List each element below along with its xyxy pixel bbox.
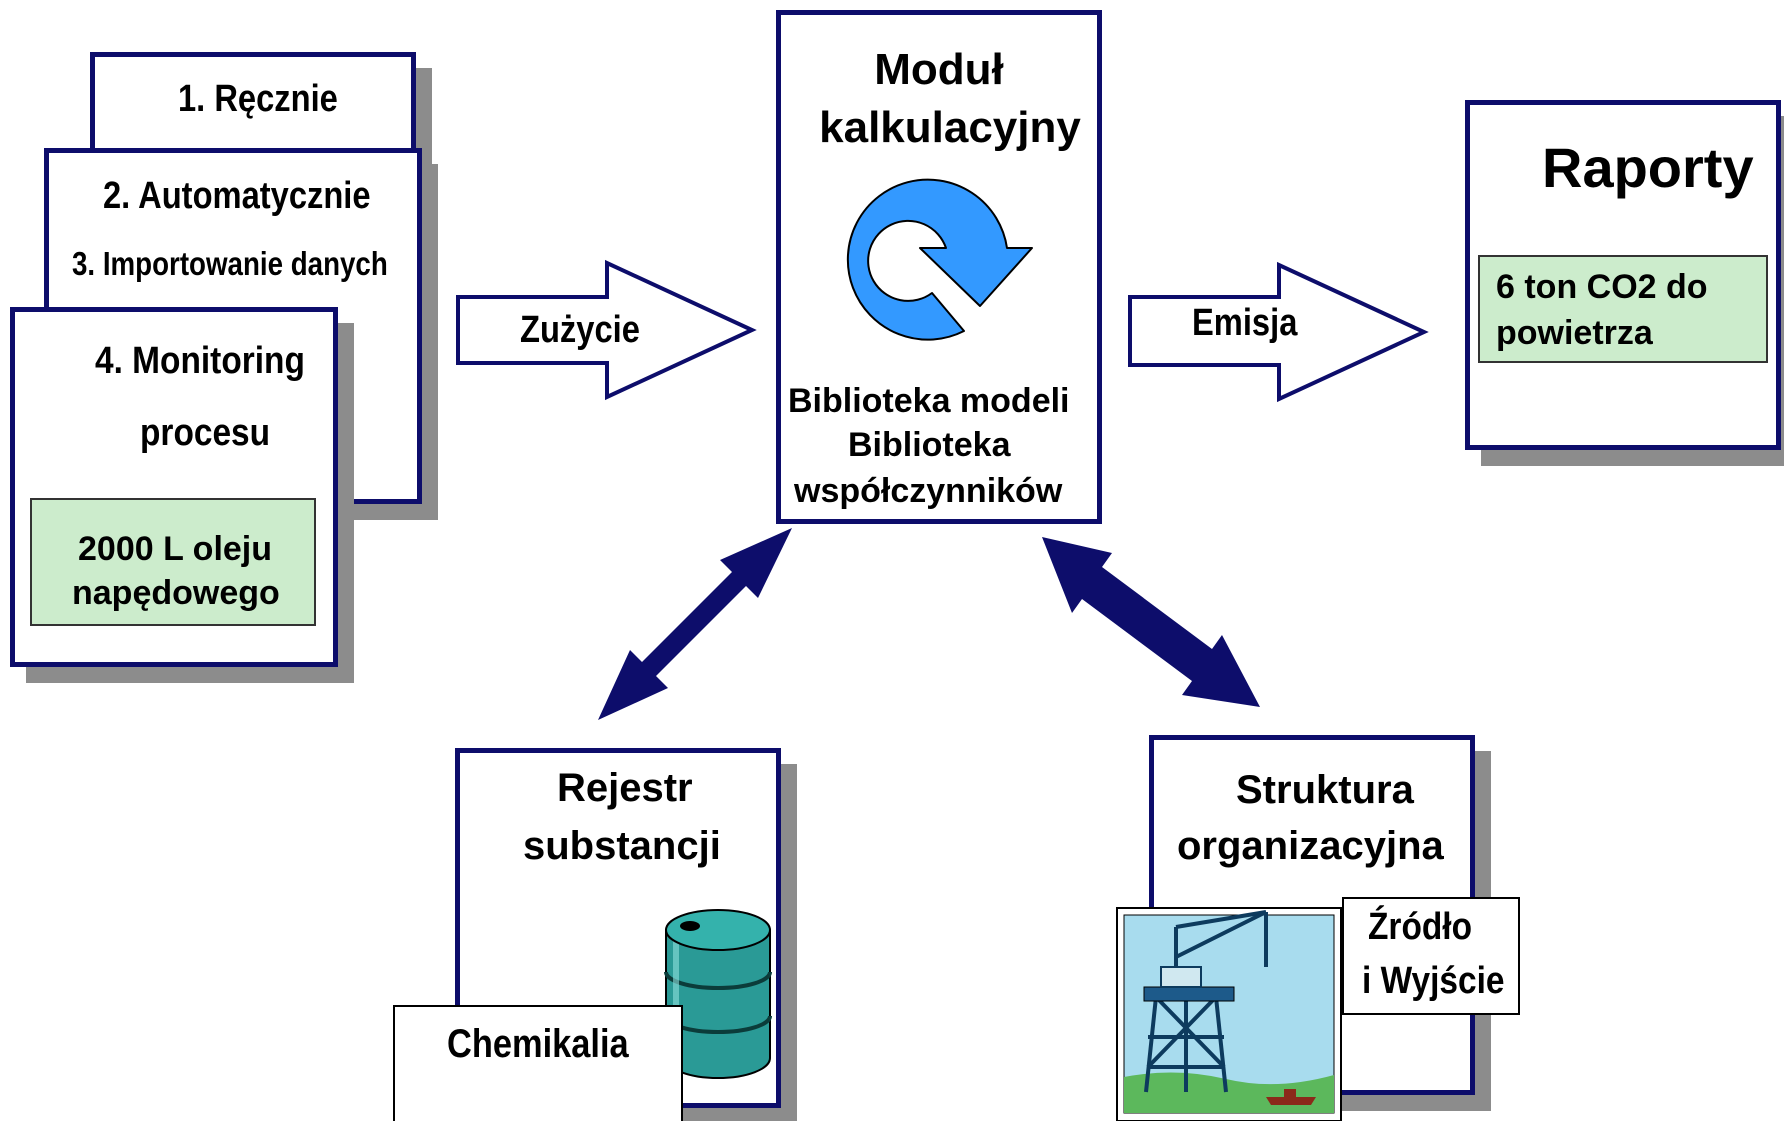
calc-module-library-models: Biblioteka modeli: [788, 382, 1070, 420]
method-automatic-label: 2. Automatycznie: [103, 175, 371, 217]
calc-module-library-coefficients-2: współczynników: [794, 472, 1063, 510]
input-quantity-line1: 2000 L oleju: [78, 530, 273, 568]
reports-title: Raporty: [1542, 136, 1754, 199]
method-import-label: 3. Importowanie danych: [72, 245, 388, 282]
emission-arrow: [1128, 261, 1429, 403]
oil-platform-icon: [1116, 907, 1342, 1121]
chemicals-tag-label: Chemikalia: [447, 1022, 629, 1066]
calc-module-title-line2: kalkulacyjny: [819, 103, 1081, 152]
method-manual-label: 1. Ręcznie: [178, 78, 338, 120]
calc-module-title-line1: Moduł: [874, 45, 1004, 94]
input-quantity-line2: napędowego: [72, 574, 280, 612]
reports-result-line1: 6 ton CO2 do: [1496, 268, 1708, 306]
method-monitoring-label-2: procesu: [140, 412, 271, 454]
chemicals-tag: [393, 1005, 683, 1121]
calc-module-library-coefficients-1: Biblioteka: [848, 426, 1011, 464]
refresh-cycle-icon: [846, 178, 1033, 341]
source-output-tag-line2: i Wyjście: [1362, 960, 1505, 1002]
double-arrow-left: [598, 528, 792, 720]
substance-register-title-line2: substancji: [523, 824, 721, 868]
usage-arrow-label: Zużycie: [520, 309, 640, 351]
emission-arrow-label: Emisja: [1192, 302, 1298, 344]
org-structure-title-line1: Struktura: [1236, 768, 1414, 812]
usage-arrow: [456, 259, 757, 401]
reports-result-box: [1478, 255, 1768, 363]
org-structure-title-line2: organizacyjna: [1177, 824, 1444, 868]
source-output-tag: [1342, 897, 1520, 1015]
input-quantity-box: [30, 498, 316, 626]
double-arrow-right: [1042, 537, 1260, 707]
method-monitoring-label: 4. Monitoring: [95, 340, 305, 382]
reports-result-line2: powietrza: [1496, 314, 1653, 352]
source-output-tag-line1: Źródło: [1368, 906, 1473, 948]
substance-register-title-line1: Rejestr: [557, 766, 693, 810]
